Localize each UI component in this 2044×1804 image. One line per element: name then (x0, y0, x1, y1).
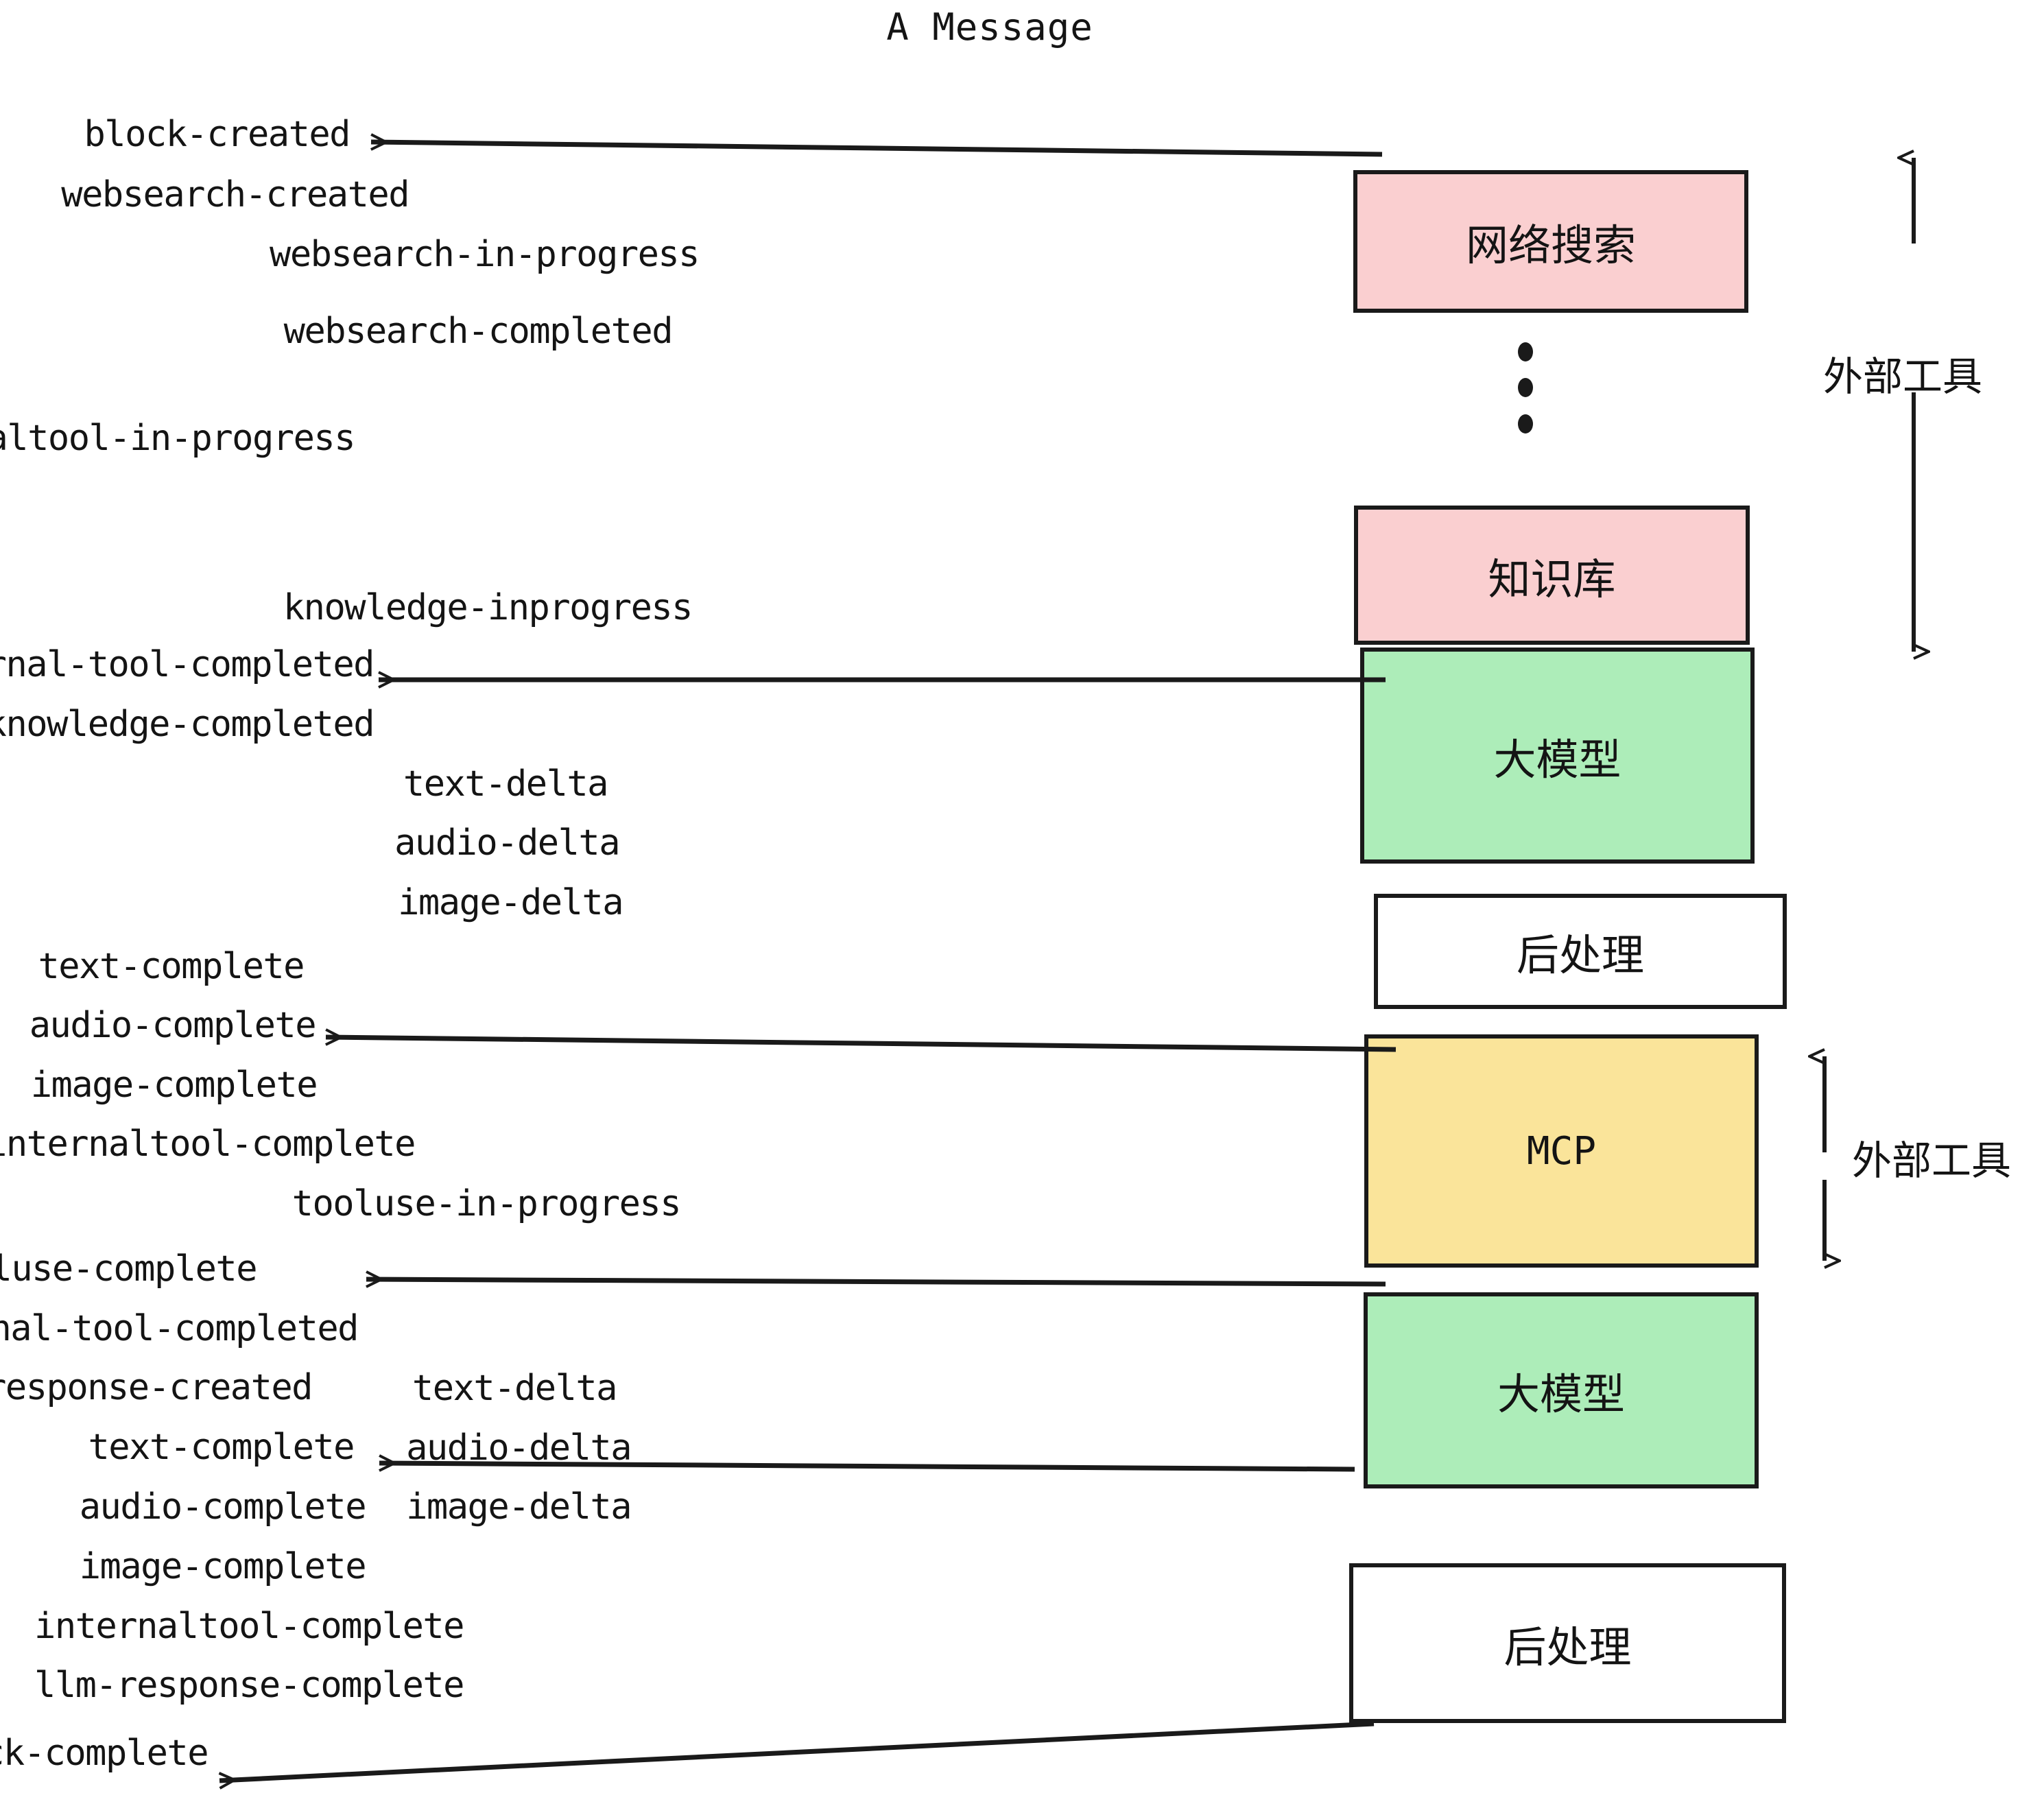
event-label: internaltool-complete (0, 1124, 416, 1165)
arrow-audio-complete (379, 1463, 1355, 1469)
ellipsis-dot (1518, 342, 1533, 361)
node-box-post1: 后处理 (1374, 894, 1787, 1009)
arrow-block-complete (219, 1721, 1375, 1781)
event-label: audio-complete (29, 1005, 317, 1046)
arrow-tooluse-done (366, 1279, 1386, 1284)
event-label: text-delta (403, 763, 609, 805)
event-label: externaltool-in-progress (0, 418, 356, 459)
event-label: audio-delta (394, 822, 620, 864)
event-label: knowledge-completed (0, 704, 375, 745)
page-title: A Message (886, 5, 1093, 49)
event-label: block-created (84, 114, 351, 155)
arrow-image-complete (326, 1037, 1397, 1052)
node-box-llm1: 大模型 (1360, 648, 1755, 864)
event-label: audio-complete (79, 1486, 367, 1528)
event-label: image-delta (406, 1486, 632, 1528)
node-box-post2: 后处理 (1349, 1563, 1786, 1723)
event-label: websearch-completed (283, 311, 674, 352)
event-label: block-complete (0, 1733, 209, 1774)
side-label-external-tool-bottom: 外部工具 (1852, 1137, 2012, 1184)
node-box-llm2: 大模型 (1364, 1292, 1759, 1488)
node-box-websearch: 网络搜索 (1353, 170, 1748, 313)
event-label: internaltool-complete (34, 1606, 464, 1647)
event-label: websearch-in-progress (270, 234, 700, 275)
event-label: tooluse-complete (0, 1248, 257, 1290)
event-label: text-complete (38, 946, 305, 987)
event-label: llm-response-complete (34, 1665, 464, 1706)
ellipsis-dot (1518, 414, 1533, 434)
event-label: external-tool-completed (0, 644, 375, 685)
event-label: image-complete (79, 1546, 367, 1587)
event-label: websearch-created (61, 174, 409, 215)
event-label: tooluse-in-progress (292, 1183, 682, 1224)
event-label: text-complete (88, 1427, 355, 1468)
event-label: external-tool-completed (0, 1308, 359, 1349)
event-label: knowledge-inprogress (283, 587, 693, 628)
node-box-mcp: MCP (1364, 1034, 1759, 1268)
event-label: llm-response-created (0, 1367, 313, 1408)
event-label: text-delta (412, 1368, 618, 1409)
node-box-knowledge: 知识库 (1354, 506, 1750, 645)
event-label: audio-delta (406, 1427, 632, 1469)
side-label-external-tool-top: 外部工具 (1823, 353, 1983, 400)
ellipsis-dot (1518, 378, 1533, 397)
event-label: image-delta (398, 882, 623, 923)
arrow-block-created (371, 142, 1383, 157)
event-label: image-complete (30, 1065, 318, 1106)
